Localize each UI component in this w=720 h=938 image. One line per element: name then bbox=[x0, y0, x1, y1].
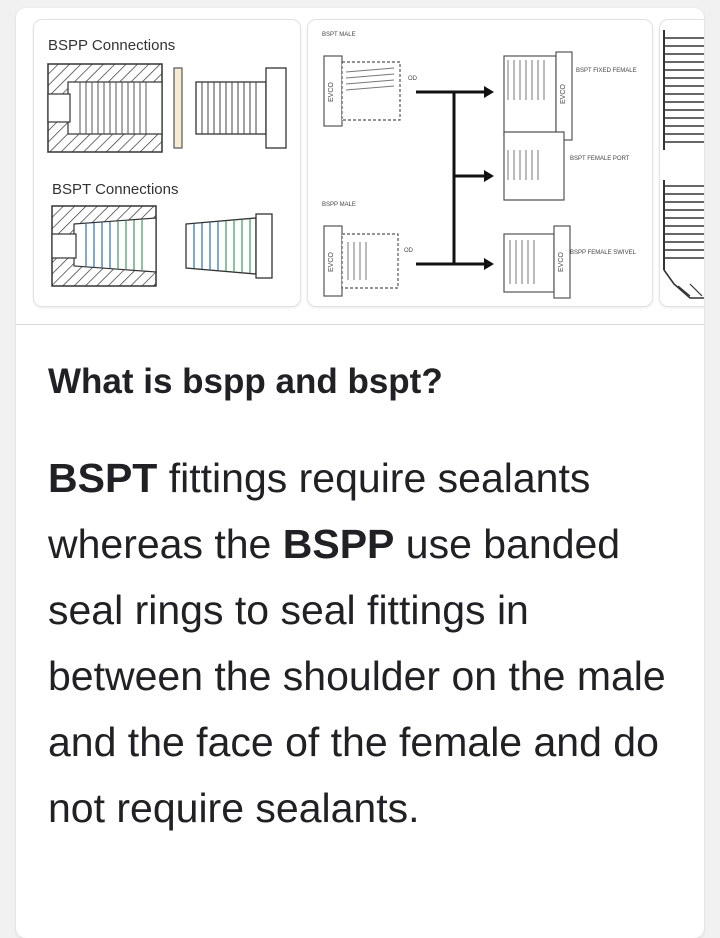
label-bspp-male: BSPP MALE bbox=[322, 202, 356, 208]
label-bspt-female-port: BSPT FEMALE PORT bbox=[570, 156, 630, 162]
label-evco-2: EVCO bbox=[560, 84, 567, 104]
image-thumbnail-partial[interactable] bbox=[660, 20, 704, 306]
answer-text-1: fittings require sealants whereas the bbox=[48, 455, 591, 567]
section-divider bbox=[16, 324, 704, 325]
connections-drawing: BSPP Connections bbox=[47, 37, 287, 287]
thumb-title-bspt: BSPT Connections bbox=[52, 181, 178, 198]
label-od-1: OD bbox=[408, 76, 418, 82]
image-thumbnail-adapter-schematic[interactable]: BSPT MALE BSPP MALE BSPT FIXED FEMALE BS… bbox=[308, 20, 652, 306]
label-evco-3: EVCO bbox=[328, 252, 335, 272]
label-evco-4: EVCO bbox=[558, 252, 565, 272]
label-bspt-fixed-female: BSPT FIXED FEMALE bbox=[576, 68, 637, 74]
image-thumbnail-bspp-bspt-connections[interactable]: BSPP Connections bbox=[34, 20, 300, 306]
question-heading: What is bspp and bspt? bbox=[48, 362, 443, 401]
label-bspp-female-swivel: BSPP FEMALE SWIVEL bbox=[570, 250, 637, 256]
label-bspt-male: BSPT MALE bbox=[322, 32, 356, 38]
threaded-part-drawing bbox=[663, 30, 704, 299]
adapter-schematic-drawing: BSPT MALE BSPP MALE BSPT FIXED FEMALE BS… bbox=[322, 32, 637, 299]
answer-bold-bspp: BSPP bbox=[282, 521, 395, 567]
answer-card: BSPP Connections bbox=[16, 8, 704, 938]
image-carousel[interactable]: BSPP Connections bbox=[16, 8, 704, 326]
answer-text-2: use banded seal rings to seal fittings i… bbox=[48, 521, 666, 831]
answer-snippet: BSPT fittings require sealants whereas t… bbox=[48, 445, 688, 841]
label-od-2: OD bbox=[404, 248, 414, 254]
label-evco-1: EVCO bbox=[328, 82, 335, 102]
answer-bold-bspt: BSPT bbox=[48, 455, 158, 501]
thumb-title-bspp: BSPP Connections bbox=[48, 37, 175, 54]
